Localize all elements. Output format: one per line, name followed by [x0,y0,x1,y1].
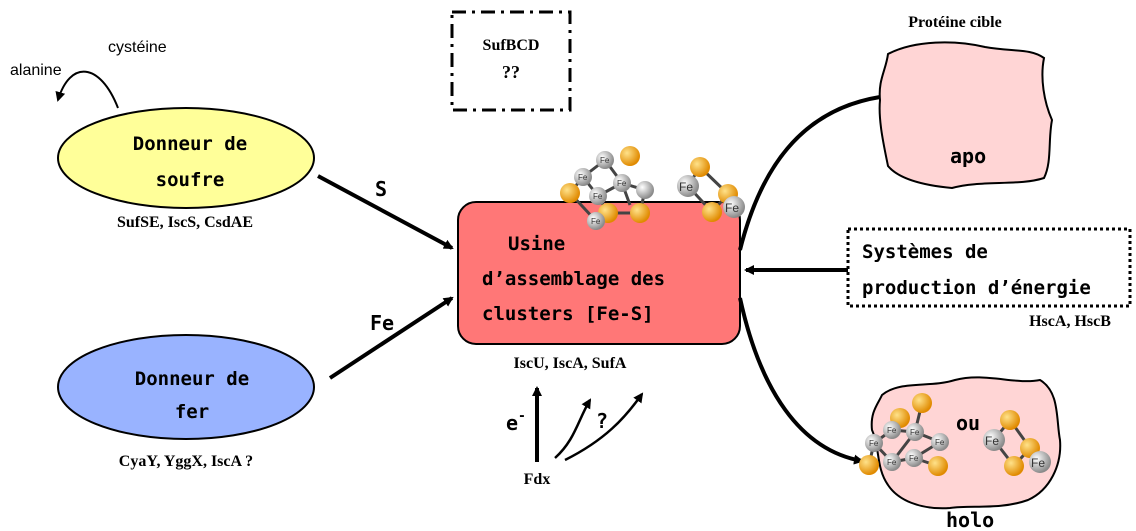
cluster-2fe2s-holo: Fe Fe [983,410,1051,476]
factory-proteins: IscU, IscA, SufA [514,355,627,372]
apo-label: apo [950,144,986,168]
cluster-2fe2s-factory: Fe Fe [677,157,745,222]
svg-text:Fe: Fe [593,192,603,201]
sulfur-donor-label-1: Donneur de [133,133,247,155]
fdx-label: Fdx [524,471,551,488]
target-protein-label: Protéine cible [908,14,1001,31]
electron-question: ? [596,409,608,433]
factory-to-holo-arc [738,297,864,465]
energy-systems-box [846,227,1132,308]
svg-text:Fe: Fe [600,156,610,165]
factory-to-apo-arc [738,95,881,251]
svg-text:Fe: Fe [1031,456,1045,470]
svg-text:Fe: Fe [935,438,945,447]
sulfur-donor-ellipse [57,107,315,209]
electron-label: e- [506,409,526,435]
svg-text:Fe: Fe [985,434,999,448]
energy-label-1: Systèmes de [862,241,988,263]
svg-text:Fe: Fe [910,428,920,437]
svg-text:Fe: Fe [617,179,627,188]
cluster-4fe4s-holo: Fe Fe Fe Fe Fe Fe [859,393,949,476]
factory-label-2: d’assemblage des [482,268,665,290]
alanine-label: alanine [10,62,62,79]
sulfur-donor-proteins: SufSE, IscS, CsdAE [117,214,253,231]
sufbcd-question: ?? [502,62,520,82]
electron-branch-arrow-2 [564,392,644,462]
ou-label: ou [956,411,980,435]
sulfur-donor-label-2: soufre [156,169,225,191]
svg-text:Fe: Fe [887,458,897,467]
energy-label-2: production d’énergie [862,277,1091,299]
iron-donor-proteins: CyaY, YggX, IscA ? [119,453,253,470]
svg-text:Fe: Fe [869,439,879,448]
electron-branch-arrow-1 [554,398,592,459]
sulfur-arrow [317,174,454,250]
svg-text:Fe: Fe [679,180,693,194]
cysteine-alanine-arrow [55,70,119,109]
energy-proteins: HscA, HscB [1029,313,1111,330]
iron-donor-ellipse [57,334,315,440]
holo-label: holo [946,508,994,531]
factory-label-1: Usine [508,233,565,255]
iron-arrow [328,296,454,380]
sulfur-arrow-label: S [375,177,387,201]
sufbcd-box [450,10,572,112]
svg-text:Fe: Fe [725,201,739,215]
iron-donor-label-1: Donneur de [135,368,249,390]
apo-protein-shape [878,41,1054,190]
factory-label-3: clusters [Fe-S] [482,303,654,325]
svg-text:Fe: Fe [591,217,601,226]
iron-donor-label-2: fer [175,401,209,423]
sufbcd-label: SufBCD [483,37,540,54]
svg-text:Fe: Fe [909,454,919,463]
cluster-4fe4s-factory: Fe Fe Fe Fe Fe [560,146,654,230]
svg-text:Fe: Fe [578,173,588,182]
svg-text:Fe: Fe [887,426,897,435]
cysteine-label: cystéine [108,39,167,56]
iron-arrow-label: Fe [370,311,394,335]
